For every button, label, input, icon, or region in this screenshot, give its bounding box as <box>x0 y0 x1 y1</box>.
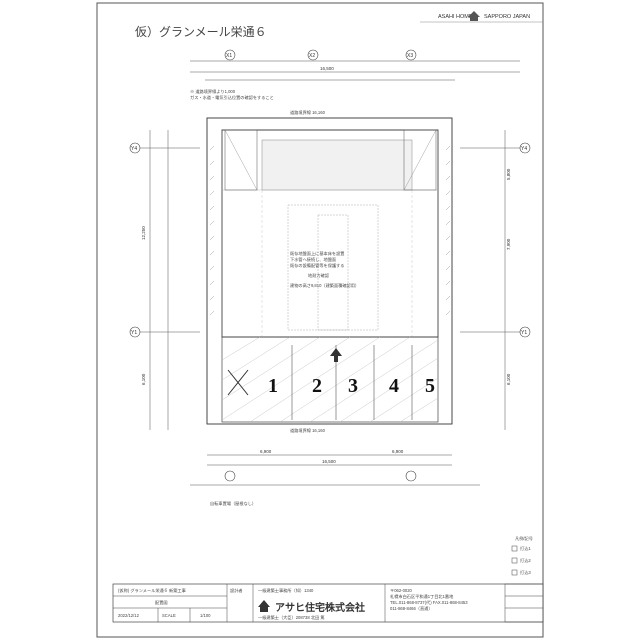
bottom-total-dim: 16,500 <box>322 459 336 464</box>
grid-bubble-x1-bottom <box>224 470 236 482</box>
grid-label-x2: X2 <box>309 53 315 59</box>
grid-label-y4-left: Y4 <box>131 146 137 152</box>
bottom-dims: 6,900 6,900 16,500 自転車置場（屋根なし） <box>190 449 480 507</box>
page-frame <box>96 2 544 638</box>
parking-space-3: 3 <box>348 375 358 397</box>
center-note-1: 既存地盤面上に基本床を設置 <box>290 250 344 257</box>
top-grid: X1 X2 X3 16,500 <box>190 49 520 81</box>
legend-item-1: 打込1 <box>520 545 531 552</box>
entry-arrow-icon <box>330 348 342 362</box>
site-boundary <box>206 117 453 425</box>
right-dim-1: 5,800 <box>506 168 511 180</box>
handwritten-title: 仮）グランメール栄通６ <box>135 25 267 39</box>
grid-bubble-y4-left <box>129 142 141 154</box>
left-grid: Y4 Y1 12,250 6,100 <box>129 130 200 430</box>
company-logo-icon <box>258 600 270 612</box>
right-dim-3: 6,100 <box>506 373 511 385</box>
boundary-bottom-label: 道路境界線 16,160 <box>290 427 326 434</box>
grid-label-y4-right: Y4 <box>521 146 527 152</box>
top-total-dim: 16,500 <box>320 66 334 71</box>
parking-area: 1 2 3 4 5 <box>221 336 439 423</box>
brand-right: SAPPORO JAPAN <box>484 14 530 20</box>
house-logo-icon <box>468 11 480 21</box>
legend: 凡例/記号 打込1 打込2 打込3 <box>511 535 533 576</box>
phone: TEL.011-868-8737(代) FAX.011-868-8453 <box>390 599 468 606</box>
title-block: (仮称) グランメール栄通６ 新築工事 配置図 2022/12/12 SCALE… <box>112 583 544 623</box>
boundary-top-label: 道路境界線 16,160 <box>290 109 326 116</box>
center-note-5: 建物の高さ9,810（建築面積確認用） <box>290 282 359 289</box>
top-note-2: ガス・水道・電気引込位置の確認をすること <box>190 94 274 101</box>
office-registration: 一級建築士事務所（知）1340 <box>258 587 314 594</box>
legend-item-2: 打込2 <box>520 557 531 564</box>
grid-label-y1-right: Y1 <box>521 330 527 336</box>
parking-space-4: 4 <box>389 375 399 397</box>
grid-bubble-x1 <box>224 49 236 61</box>
architect: 一級建築士（大臣）208738 北田 篤 <box>258 614 325 621</box>
center-note-4: 地耐力確認 <box>308 272 330 279</box>
center-notes: 既存地盤面上に基本床を設置 下水管へ接続し、地盤面 既存の設備配管等を保護する … <box>290 250 359 289</box>
boundary-hatching <box>209 145 451 316</box>
drawing-name: 配置図 <box>155 600 168 606</box>
grid-bubble-x2 <box>307 49 319 61</box>
grid-label-x3: X3 <box>407 53 413 59</box>
grid-label-x1: X1 <box>226 53 232 59</box>
scale-label: SCALE <box>162 613 176 618</box>
left-dim-2: 12,250 <box>141 226 146 240</box>
designer-label: 設計者 <box>230 587 243 594</box>
grid-label-y1-left: Y1 <box>131 330 137 336</box>
left-dim-3: 6,100 <box>141 373 146 385</box>
scale-value: 1/100 <box>200 613 211 618</box>
phone-direct: 011-868-8466（直通） <box>390 605 433 612</box>
right-grid: Y4 Y1 5,800 7,900 6,100 <box>460 130 531 430</box>
postal-code: 〒062-0020 <box>390 588 413 593</box>
company-name: アサヒ住宅株式会社 <box>275 601 365 614</box>
center-note-2: 下水管へ接続し、地盤面 <box>290 256 336 263</box>
grid-bubble-y1-left <box>129 326 141 338</box>
legend-title: 凡例/記号 <box>515 535 533 542</box>
grid-bubble-y1-right <box>519 326 531 338</box>
bottom-dim-2: 6,900 <box>392 449 404 454</box>
bottom-dim-1: 6,900 <box>260 449 272 454</box>
grid-bubble-x3-bottom <box>405 470 417 482</box>
address: 札幌市白石区平和通1丁目北1番地 <box>390 593 454 600</box>
project-name: (仮称) グランメール栄通６ 新築工事 <box>118 587 186 594</box>
brand-left: ASAHI HOMES <box>438 14 477 20</box>
top-note-1: ※ 道路境界線より1,000 <box>190 88 236 95</box>
footnote: 自転車置場（屋根なし） <box>210 500 256 507</box>
center-note-3: 既存の設備配管等を保護する <box>290 262 344 269</box>
grid-bubble-y4-right <box>519 142 531 154</box>
drawing-date: 2022/12/12 <box>118 613 140 618</box>
grid-bubble-x3 <box>405 49 417 61</box>
legend-item-3: 打込3 <box>520 569 531 576</box>
parking-space-2: 2 <box>312 375 322 397</box>
right-dim-2: 7,900 <box>506 238 511 250</box>
parking-space-1: 1 <box>268 375 278 397</box>
parking-space-5: 5 <box>425 375 435 397</box>
